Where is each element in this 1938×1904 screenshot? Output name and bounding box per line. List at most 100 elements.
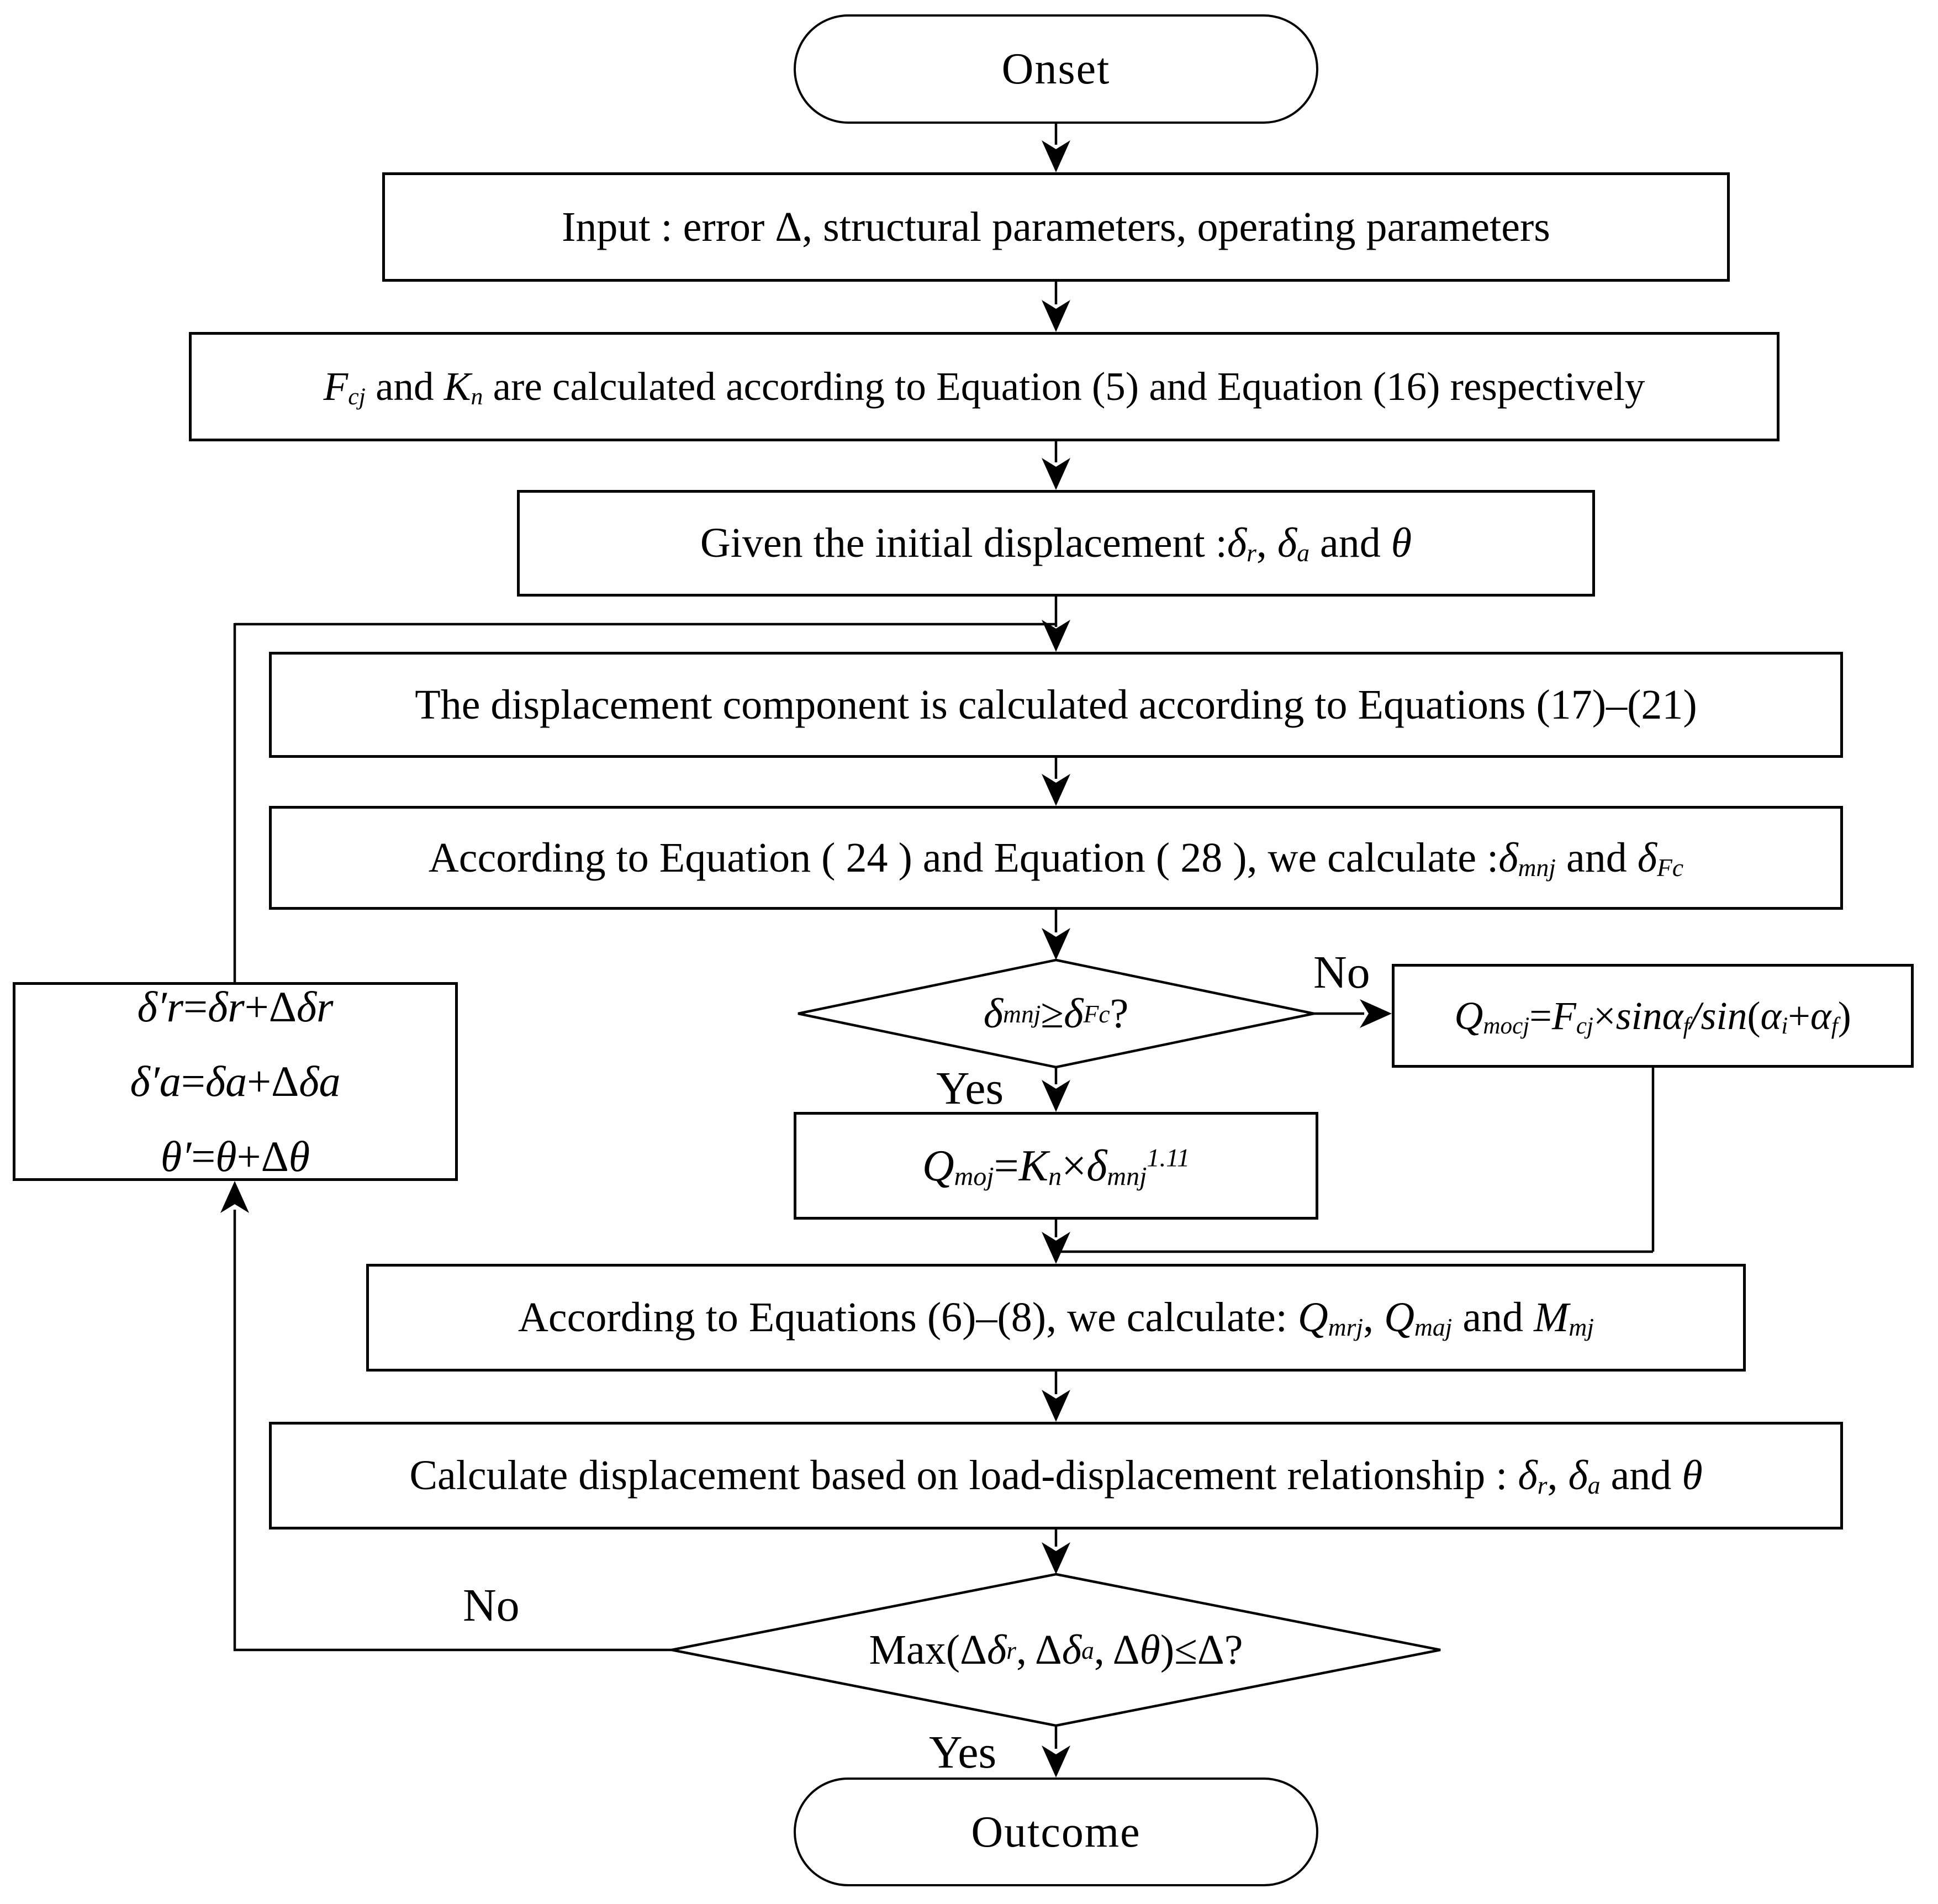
text-segment: Given the initial displacement : [700, 520, 1227, 566]
decision-contact-diamond [798, 958, 1314, 1069]
update-eq-r: δ′r=δr+Δδr [130, 980, 340, 1034]
text-segment: θ [288, 1132, 310, 1180]
text-segment: δa [299, 1057, 341, 1106]
node-eq-24-28: According to Equation ( 24 ) and Equatio… [269, 806, 1843, 910]
edge-label-yes-contact: Yes [936, 1063, 1004, 1114]
text-segment: Q [922, 1141, 954, 1190]
node-outcome-label: Outcome [971, 1807, 1141, 1856]
text-segment: +Δ [236, 1132, 289, 1180]
text-segment: , Δ [1094, 1626, 1140, 1673]
text-segment: cj [1576, 1012, 1594, 1039]
text-segment: Q [1384, 1294, 1414, 1341]
text-segment: mrj [1328, 1313, 1364, 1342]
arrowhead [220, 1181, 249, 1213]
text-segment: cj [348, 383, 366, 410]
text-segment: and [365, 364, 444, 409]
text-segment: δ [1277, 520, 1297, 566]
text-segment: and [1555, 834, 1638, 881]
text-segment: δ [1568, 1452, 1588, 1499]
text-segment: Input : error Δ, structural parameters, … [562, 203, 1550, 250]
text-segment: , [1363, 1294, 1385, 1341]
node-calc-disp-label: Calculate displacement based on load-dis… [409, 1449, 1702, 1502]
text-segment: ? [1110, 990, 1129, 1037]
text-segment: K [1018, 1141, 1049, 1190]
text-segment: = [994, 1141, 1019, 1190]
text-segment: δ [1227, 520, 1247, 566]
text-segment: a [1081, 1636, 1094, 1664]
node-q-mocj: Qmocj=Fcj×sinαf/sin(αi+αf) [1392, 964, 1914, 1068]
node-eq-6-8: According to Equations (6)–(8), we calcu… [366, 1264, 1746, 1372]
node-fk-calc-label: Fcj and Kn are calculated according to E… [324, 361, 1645, 412]
text-segment: mj [1569, 1313, 1594, 1342]
node-eq-6-8-label: According to Equations (6)–(8), we calcu… [518, 1291, 1594, 1344]
arrowhead [1042, 620, 1070, 652]
text-segment: and [1452, 1294, 1534, 1341]
node-q-mocj-label: Qmocj=Fcj×sinαf/sin(αi+αf) [1454, 991, 1851, 1041]
arrowhead [1042, 1232, 1070, 1264]
arrowhead [1042, 300, 1070, 332]
arrowhead [1042, 1080, 1070, 1112]
text-segment: a [1587, 1471, 1601, 1500]
text-segment: Fc [1083, 999, 1110, 1028]
text-segment: , Δ [1016, 1626, 1062, 1673]
text-segment: and [1309, 520, 1391, 566]
text-segment: δa [205, 1057, 247, 1106]
text-segment: = [181, 1057, 205, 1106]
text-segment: α [1760, 993, 1782, 1038]
text-segment: Max(Δ [869, 1626, 987, 1673]
text-segment: are calculated according to Equation (5)… [483, 364, 1645, 409]
text-segment: δ [1518, 1452, 1538, 1499]
text-segment: moj [954, 1162, 994, 1191]
arrowhead [1042, 928, 1070, 960]
text-segment: , [1547, 1452, 1569, 1499]
text-segment: K [443, 364, 471, 409]
node-q-moj: Qmoj=Kn×δmnj1.11 [794, 1112, 1318, 1220]
node-disp-component: The displacement component is calculated… [269, 652, 1843, 758]
text-segment: δ [983, 990, 1004, 1037]
text-segment: δ [1086, 1141, 1107, 1190]
text-segment: According to Equation ( 24 ) and Equatio… [428, 834, 1499, 881]
text-segment: ≥ [1041, 990, 1064, 1037]
text-segment: f [1831, 1012, 1838, 1039]
text-segment: mocj [1483, 1012, 1530, 1039]
update-eq-theta: θ′=θ+Δθ [130, 1130, 340, 1184]
text-segment: = [191, 1132, 216, 1180]
text-segment: = [183, 982, 208, 1031]
text-segment: sinα [1615, 993, 1683, 1038]
text-segment: δ [1064, 990, 1084, 1037]
arrowhead [1042, 1542, 1070, 1574]
text-segment: × [1593, 993, 1616, 1038]
edge-label-no-contact: No [1313, 947, 1370, 998]
arrowhead [1042, 774, 1070, 806]
text-segment: i [1781, 1012, 1788, 1039]
text-segment: δ [986, 1626, 1007, 1673]
node-input-label: Input : error Δ, structural parameters, … [562, 201, 1550, 254]
text-segment: δ′a [130, 1057, 181, 1106]
text-segment: ) [1837, 993, 1851, 1038]
text-segment: r [1537, 1471, 1548, 1500]
text-segment: +Δ [244, 982, 297, 1031]
text-segment: +Δ [247, 1057, 299, 1106]
text-segment: a [1297, 539, 1310, 567]
text-segment: δ [1062, 1626, 1082, 1673]
text-segment: δ [1637, 834, 1657, 881]
text-segment: θ [1391, 520, 1412, 566]
text-segment: mnj [1003, 999, 1041, 1028]
text-segment: × [1062, 1141, 1087, 1190]
text-segment: )≤Δ? [1160, 1626, 1243, 1673]
arrowhead [1360, 999, 1392, 1028]
text-segment: F [323, 364, 348, 409]
node-input: Input : error Δ, structural parameters, … [382, 172, 1730, 282]
text-segment: and [1600, 1452, 1682, 1499]
node-calc-disp: Calculate displacement based on load-dis… [269, 1422, 1843, 1529]
text-segment: θ [1682, 1452, 1703, 1499]
text-segment: r [1247, 539, 1256, 567]
text-segment: n [1048, 1162, 1062, 1191]
node-fk-calc: Fcj and Kn are calculated according to E… [189, 332, 1779, 441]
node-initial-disp-label: Given the initial displacement :δr, δa a… [700, 517, 1412, 569]
node-q-moj-label: Qmoj=Kn×δmnj1.11 [922, 1138, 1190, 1194]
text-segment: δ′r [137, 982, 184, 1031]
